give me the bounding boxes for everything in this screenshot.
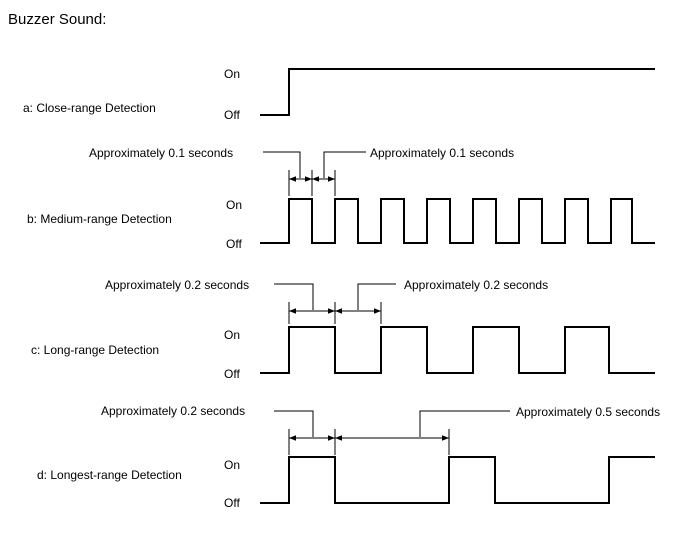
section-long-range: Approximately 0.2 seconds Approximately … bbox=[31, 278, 655, 381]
on-level-label: On bbox=[224, 328, 240, 342]
leader-line-d-off bbox=[419, 410, 510, 437]
callout-label-b-on: Approximately 0.1 seconds bbox=[89, 146, 233, 160]
on-level-label: On bbox=[224, 458, 240, 472]
callout-label-d-off: Approximately 0.5 seconds bbox=[516, 405, 660, 419]
waveform-close-range bbox=[260, 68, 655, 116]
waveform-medium-range bbox=[260, 198, 655, 244]
leader-line-d-on bbox=[274, 410, 314, 437]
off-level-label: Off bbox=[226, 237, 242, 251]
leader-line-c-on bbox=[274, 283, 314, 310]
waveform-long-range bbox=[260, 326, 655, 374]
leader-line-b-on bbox=[263, 151, 301, 178]
on-level-label: On bbox=[224, 67, 240, 81]
section-label-long-range: c: Long-range Detection bbox=[31, 343, 159, 357]
diagram-title: Buzzer Sound: bbox=[8, 11, 106, 28]
section-label-longest-range: d: Longest-range Detection bbox=[37, 468, 182, 482]
callout-label-c-off: Approximately 0.2 seconds bbox=[404, 278, 548, 292]
callout-label-b-off: Approximately 0.1 seconds bbox=[370, 146, 514, 160]
off-level-label: Off bbox=[224, 108, 240, 122]
leader-line-b-off bbox=[323, 151, 366, 178]
on-level-label: On bbox=[226, 198, 242, 212]
callout-label-c-on: Approximately 0.2 seconds bbox=[105, 278, 249, 292]
off-level-label: Off bbox=[224, 496, 240, 510]
section-label-medium-range: b: Medium-range Detection bbox=[27, 212, 172, 226]
callout-label-d-on: Approximately 0.2 seconds bbox=[101, 404, 245, 418]
leader-line-c-off bbox=[357, 283, 396, 310]
section-label-close-range: a: Close-range Detection bbox=[23, 101, 156, 115]
section-close-range: a: Close-range Detection On Off bbox=[23, 67, 655, 122]
section-longest-range: Approximately 0.2 seconds Approximately … bbox=[37, 404, 660, 510]
waveform-longest-range bbox=[260, 456, 655, 504]
section-medium-range: Approximately 0.1 seconds Approximately … bbox=[27, 146, 655, 251]
off-level-label: Off bbox=[224, 367, 240, 381]
